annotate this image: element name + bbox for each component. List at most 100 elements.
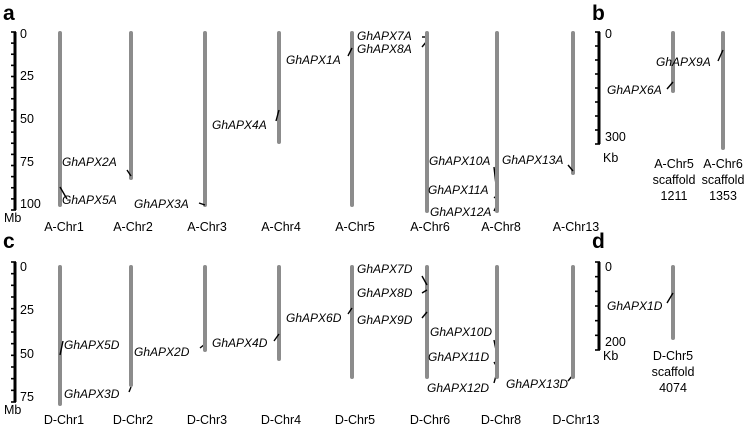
ruler-unit-label: Mb [4,211,21,225]
chromosome-label: D-Chr4 [261,413,301,427]
gene-label: GhAPX7D [357,262,413,276]
gene-label: GhAPX13A [502,153,563,167]
gene-label: GhAPX11D [428,350,489,364]
chromosome: D-Chr3 [187,265,227,427]
gene-label: GhAPX4A [212,118,267,132]
ruler-tick-label: 0 [605,27,612,41]
gene-leader-line [273,333,280,342]
chromosome-label: A-Chr1 [44,220,84,234]
panel-letter-c: c [3,230,15,253]
gene-leader-line [421,311,428,319]
gene-label: GhAPX11A [428,183,488,197]
ruler-unit-label: Mb [4,403,21,417]
chromosome-label: D-Chr3 [187,413,227,427]
chromosome: A-Chr1 GhAPX5A [44,31,117,234]
chromosome: D-Chr6 GhAPX7D GhAPX8D GhAPX9D GhAPX10D GhAPX… [357,262,498,427]
ruler-tick-label: 100 [20,197,41,211]
panel-c: c0255075MbD-Chr1GhAPX5DGhAPX3DD-Chr2GhAP… [3,230,600,427]
chromosome-label: D-Chr6 [410,413,450,427]
gene-leader-line [59,186,68,200]
chromosome-label: D-Chr1 [44,413,84,427]
chromosome-label: D-Chr8 [481,413,521,427]
ruler-tick-label: 75 [20,155,34,169]
ruler-tick-label: 0 [605,260,612,274]
ruler-tick-label: 50 [20,347,34,361]
gene-label: GhAPX12D [427,381,489,395]
ruler-tick-label: 50 [20,112,34,126]
chromosome-label: A-Chr6 [410,220,450,234]
gene-label: GhAPX5A [62,193,117,207]
panel-a: a0255075100MbA-Chr1GhAPX5AA-Chr2GhAPX2AA… [3,2,599,234]
gene-leader-line [717,49,724,62]
gene-leader-line [666,81,674,90]
gene-label: GhAPX9D [357,313,413,327]
gene-label: GhAPX9A [656,55,711,69]
chromosome-label: D-Chr5 [335,413,375,427]
chromosome-label: A-Chr8 [481,220,521,234]
chromosome: D-Chr5 GhAPX6D [286,265,375,427]
chromosome: D-Chr13 [552,265,600,427]
chromosome-label: 1353 [709,189,737,203]
gene-label: GhAPX2D [134,345,190,359]
gene-label: GhAPX12A [430,205,491,219]
ruler-unit-label: Kb [603,349,618,363]
chromosome-label: 4074 [659,381,687,395]
gene-leader-line [347,47,353,57]
chromosome-label: A-Chr4 [261,220,301,234]
chromosome: D-Chr4 GhAPX4D [212,265,301,427]
gene-label: GhAPX2A [62,155,117,169]
chromosome-label: A-Chr13 [553,220,600,234]
chromosome: A-Chr6 GhAPX10A GhAPX11A GhAPX12A [410,31,498,234]
gene-label: GhAPX13D [506,377,568,391]
gene-label: GhAPX10A [429,154,490,168]
gene-leader-line [126,169,132,177]
chromosome-label: scaffold [652,365,695,379]
gene-label: GhAPX3A [134,197,189,211]
gene-label: GhAPX7A [357,29,412,43]
gene-leader-line [128,386,132,393]
gene-label: GhAPX1A [286,53,341,67]
chromosome-label: D-Chr5 [653,349,693,363]
ruler-tick-label: 25 [20,303,34,317]
chromosome-label: A-Chr5 [654,157,694,171]
gene-label: GhAPX6A [607,83,662,97]
gene-leader-line [666,292,674,304]
chromosome: A-Chr8 [481,31,521,234]
gene-label: GhAPX6D [286,311,342,325]
gene-label: GhAPX10D [430,325,492,339]
gene-label: GhAPX8A [357,42,412,56]
gene-label: GhAPX4D [212,336,268,350]
chromosome: D-Chr8 GhAPX13D [481,265,574,427]
gene-label: GhAPX5D [64,338,120,352]
gene-leader-line [567,164,574,172]
gene-leader-line [421,289,428,294]
ruler-tick-label: 0 [20,27,27,41]
gene-label: GhAPX8D [357,286,413,300]
ruler-tick-label: 75 [20,390,34,404]
panel-letter-b: b [592,2,605,25]
gene-leader-line [421,275,428,286]
gene-leader-line [59,340,64,356]
chromosome-label: scaffold [702,173,745,187]
chromosome: A-Chr13 GhAPX13A [502,31,600,234]
ruler-unit-label: Kb [603,151,618,165]
chromosome-label: A-Chr5 [335,220,375,234]
ruler-tick-label: 300 [605,130,626,144]
panel-letter-d: d [592,230,605,253]
chromosome: A-Chr4 GhAPX4A [212,31,301,234]
panel-letter-a: a [3,2,15,25]
chromosome-label: 1211 [661,189,688,203]
ruler-tick-label: 200 [605,335,626,349]
gene-leader-line [198,202,206,206]
chromosome-label: D-Chr13 [552,413,599,427]
